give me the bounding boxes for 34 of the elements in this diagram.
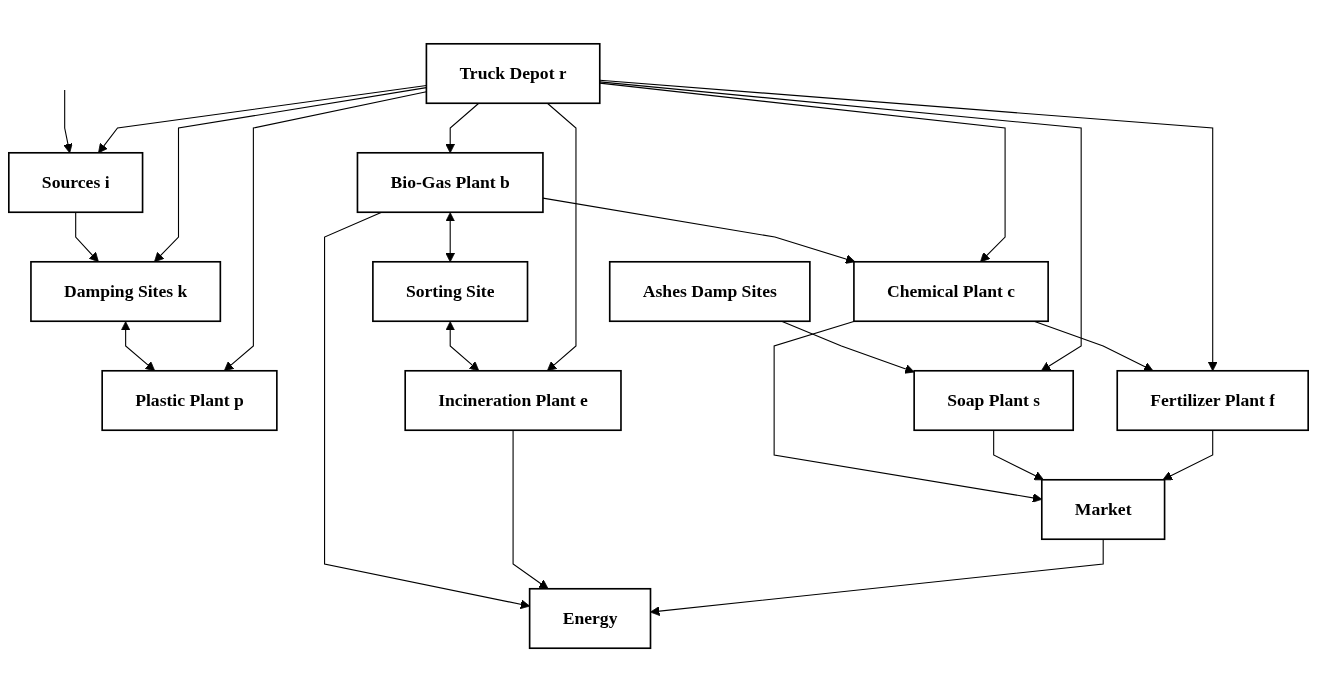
arrow [773, 321, 1043, 504]
arrow [599, 80, 1218, 372]
arrow [75, 212, 99, 263]
arrow [781, 321, 915, 375]
arrow [993, 430, 1044, 481]
arrow [1162, 430, 1214, 481]
node-box: Plastic Plant p [101, 370, 278, 432]
arrow [650, 539, 1104, 617]
arrow [445, 103, 480, 154]
arrow [223, 91, 427, 372]
arrow [154, 87, 427, 263]
arrow [599, 81, 1082, 372]
node-box: Market [1040, 479, 1166, 541]
arrow [546, 103, 577, 372]
node-box: Incineration Plant e [404, 370, 622, 432]
arrow [542, 198, 856, 265]
arrow [63, 90, 73, 154]
node-box: Soap Plant s [913, 370, 1075, 432]
arrow [445, 321, 480, 372]
node-box: Ashes Damp Sites [608, 261, 811, 323]
node-box: Sorting Site [372, 261, 529, 323]
arrow [512, 430, 549, 590]
node-box: Truck Depot r [425, 43, 601, 105]
node-box: Damping Sites k [30, 261, 222, 323]
arrow [324, 212, 531, 610]
node-box: Bio-Gas Plant b [356, 152, 544, 214]
node-box: Energy [528, 588, 652, 650]
node-box: Sources i [8, 152, 144, 214]
arrow [599, 83, 1006, 263]
node-box: Chemical Plant c [853, 261, 1049, 323]
node-box: Fertilizer Plant f [1116, 370, 1309, 432]
arrow [120, 321, 156, 372]
arrow [445, 212, 456, 263]
arrow [98, 85, 427, 154]
